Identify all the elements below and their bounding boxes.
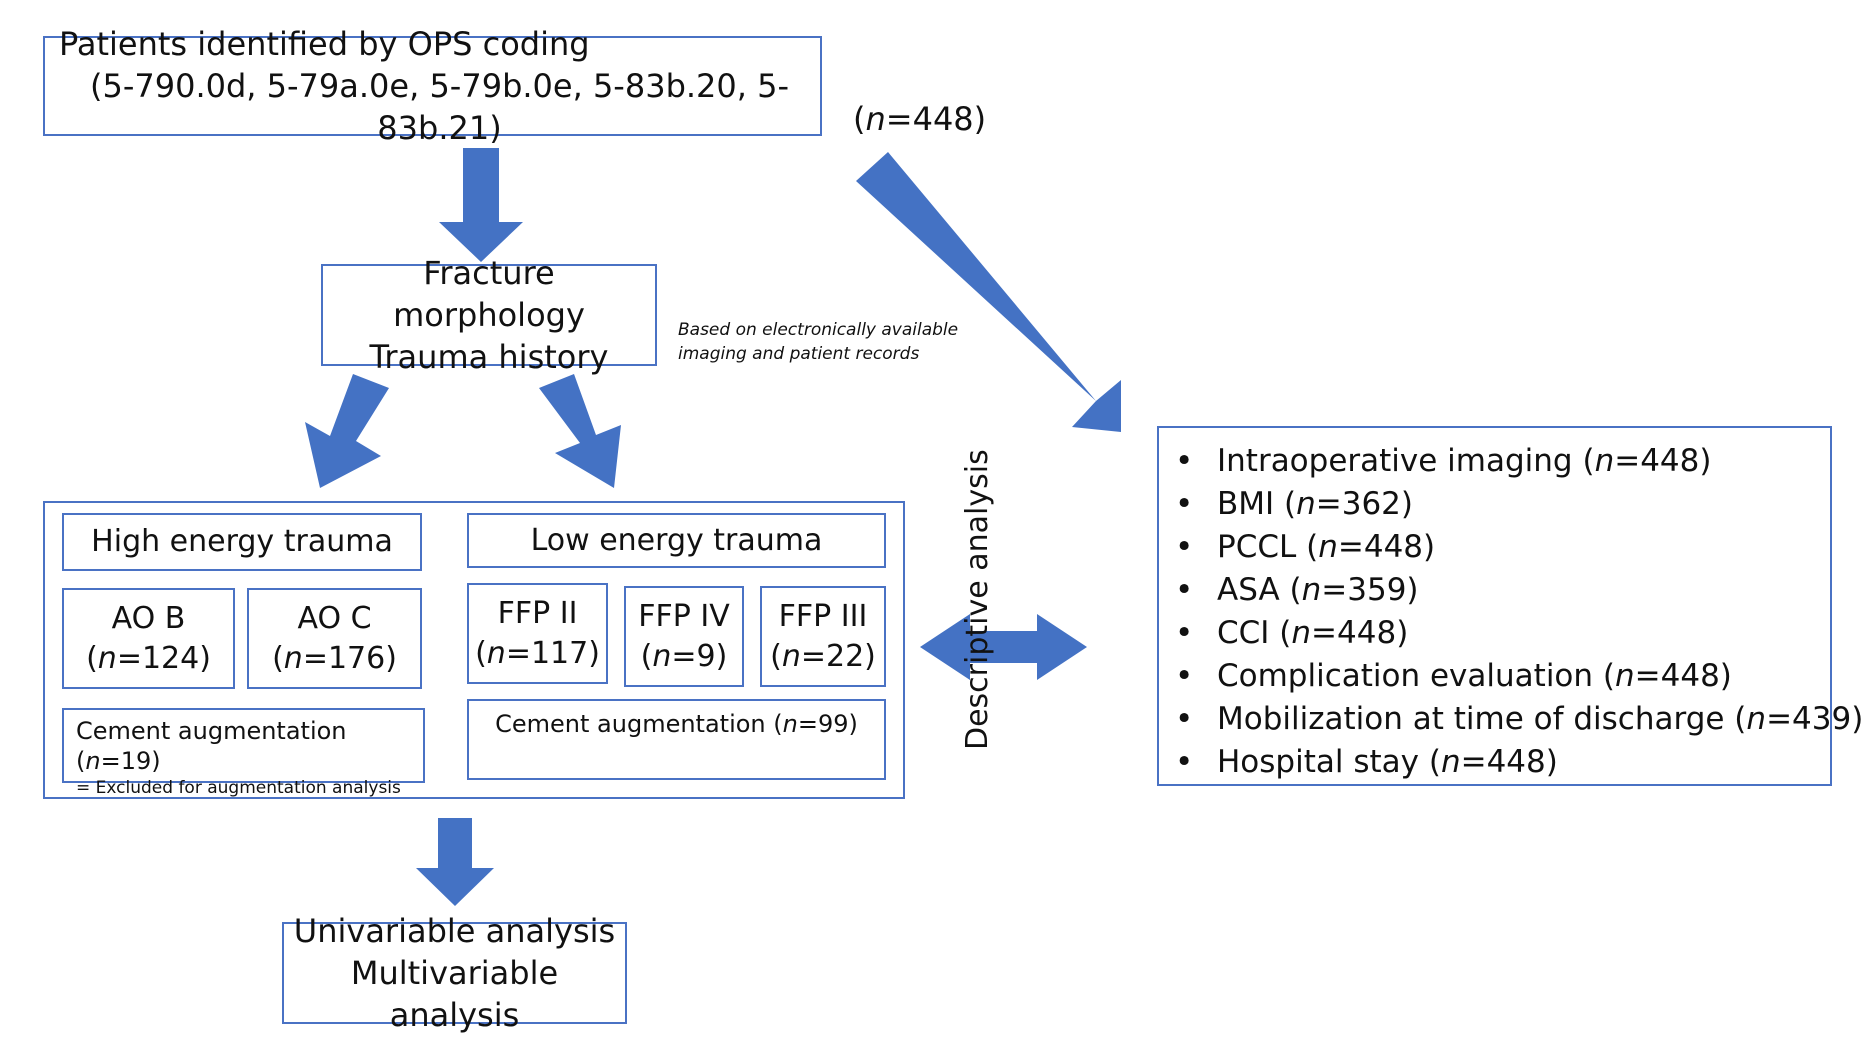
ffp-iv-box: FFP IV (n=9): [624, 586, 744, 687]
list-item: Hospital stay (n=448): [1159, 741, 1830, 784]
high-cement-note: = Excluded for augmentation analysis: [76, 778, 401, 798]
descriptive-list: Intraoperative imaging (n=448) BMI (n=36…: [1159, 440, 1863, 784]
morphology-line1: Fracture morphology: [393, 254, 585, 334]
morphology-note: Based on electronically available imagin…: [678, 320, 959, 364]
arrow-down-left-high: [305, 374, 389, 488]
arrow-down-source: [439, 148, 523, 262]
high-cement-label: Cement augmentation (n=19): [76, 717, 347, 775]
morphology-line2: Trauma history: [369, 338, 609, 376]
analysis-line2: Multivariable analysis: [350, 954, 559, 1034]
source-box: Patients identified by OPS coding (5-790…: [43, 25, 822, 147]
list-item: Intraoperative imaging (n=448): [1159, 440, 1830, 483]
arrow-down-analysis: [416, 818, 494, 906]
high-energy-title: High energy trauma: [62, 513, 422, 571]
ao-c-box: AO C (n=176): [247, 588, 422, 689]
arrow-diagonal-descriptive: [856, 152, 1121, 432]
low-energy-title: Low energy trauma: [467, 513, 886, 568]
arrow-down-right-low: [539, 374, 621, 488]
list-item: Complication evaluation (n=448): [1159, 655, 1830, 698]
total-count: (n=448): [853, 100, 987, 138]
ao-b-box: AO B (n=124): [62, 588, 235, 689]
high-cement-box: Cement augmentation (n=19) = Excluded fo…: [62, 708, 425, 798]
ffp-iii-box: FFP III (n=22): [760, 586, 886, 687]
arrow-double-groups-descriptive: [920, 614, 1087, 680]
list-item: ASA (n=359): [1159, 569, 1830, 612]
list-item: CCI (n=448): [1159, 612, 1830, 655]
descriptive-box: Intraoperative imaging (n=448) BMI (n=36…: [1157, 426, 1863, 786]
ffp-ii-box: FFP II (n=117): [467, 583, 608, 684]
low-cement-label: Cement augmentation (n=99): [495, 710, 858, 738]
morphology-box: Fracture morphology Trauma history: [321, 254, 657, 376]
analysis-box: Univariable analysis Multivariable analy…: [282, 912, 627, 1034]
source-line1: Patients identified by OPS coding: [59, 25, 590, 63]
low-cement-box: Cement augmentation (n=99): [467, 699, 886, 780]
list-item: PCCL (n=448): [1159, 526, 1830, 569]
analysis-line1: Univariable analysis: [293, 912, 616, 950]
descriptive-title: Descriptive analysis: [960, 449, 995, 750]
list-item: Mobilization at time of discharge (n=439…: [1159, 698, 1863, 741]
list-item: BMI (n=362): [1159, 483, 1830, 526]
source-line2: (5-790.0d, 5-79a.0e, 5-79b.0e, 5-83b.20,…: [89, 67, 790, 147]
